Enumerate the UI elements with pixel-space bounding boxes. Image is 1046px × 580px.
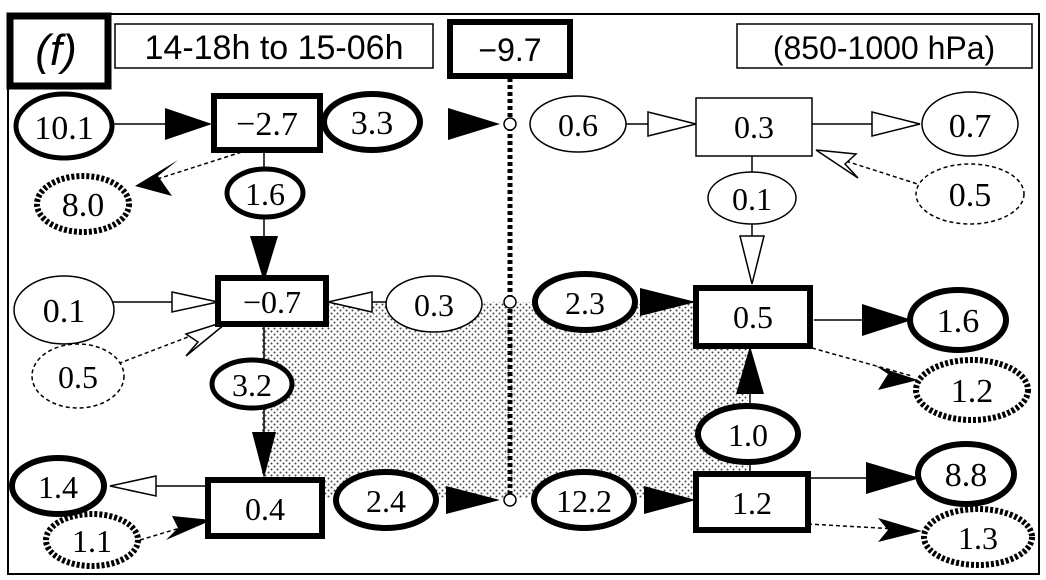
arrow-lower-right-out: [866, 462, 920, 494]
arrow-lower-left-dotted: [166, 516, 212, 540]
top-center-box: [447, 19, 573, 79]
arrow-middle-left-dotted: [184, 319, 231, 357]
node-upper-vertical-left: [224, 166, 306, 220]
top-center-value: −9.7: [478, 32, 541, 68]
node-middle-center-flux: [385, 275, 483, 333]
node-upper-right-out: [921, 91, 1019, 157]
node-lower-vertical-right: [695, 403, 801, 465]
time-range-label: 14-18h to 15-06h: [145, 29, 404, 67]
node-upper-left-in: [13, 91, 115, 161]
value-upper-vertical-left: 1.6: [245, 176, 285, 212]
value-upper-right-box: 0.3: [734, 109, 774, 145]
arrow-upper-mid: [448, 108, 500, 140]
arrow-lower-vertical-left: [252, 432, 276, 478]
arrow-lower-center-right: [644, 486, 696, 514]
box-upper-right: [695, 97, 813, 157]
node-lower-right-dotted: [921, 506, 1035, 568]
box-middle-right: [693, 285, 813, 349]
value-lower-center-right: 12.2: [556, 483, 612, 519]
arrow-upper-vertical-left: [250, 236, 278, 282]
box-lower-right: [693, 471, 811, 533]
junction-lower: [503, 493, 517, 507]
box-lower-left: [205, 477, 325, 539]
arrow-middle-left-in: [171, 291, 219, 313]
arrow-middle-center-in: [327, 291, 373, 313]
node-middle-right-dotted: [913, 357, 1031, 423]
arrow-upper-right-out: [871, 111, 921, 137]
box-middle-left: [215, 275, 329, 327]
value-lower-left-box: 0.4: [245, 491, 285, 527]
arrow-upper-vertical-right: [739, 235, 765, 285]
line-lower-right-dotted: [807, 523, 915, 531]
value-lower-vertical-left: 3.2: [232, 367, 272, 403]
outer-frame: [7, 13, 1040, 575]
arrow-lower-vertical-right: [736, 346, 764, 394]
value-upper-right-out: 0.7: [949, 108, 992, 145]
arrow-upper-left-dotted: [135, 160, 178, 196]
arrow-lower-left-out: [109, 475, 157, 497]
node-middle-left-in: [13, 275, 115, 345]
arrow-middle-right-dotted: [876, 366, 918, 390]
arrow-lower-center-left: [446, 486, 500, 514]
value-upper-left-box: −2.7: [236, 106, 298, 143]
value-middle-right-flux: 2.3: [565, 285, 605, 321]
time-range-box: [114, 23, 434, 69]
arrow-upper-right-dotted: [815, 149, 859, 179]
value-lower-vertical-right: 1.0: [728, 417, 768, 453]
arrow-middle-right-out: [862, 304, 912, 336]
arrow-middle-right-in: [640, 288, 696, 316]
junction-upper: [503, 117, 517, 131]
node-lower-center-left: [333, 469, 439, 531]
value-upper-right-dotted: 0.5: [949, 177, 992, 214]
value-middle-right-box: 0.5: [733, 299, 773, 335]
value-lower-left-out: 1.4: [38, 469, 78, 505]
value-lower-left-dotted: 1.1: [72, 523, 112, 559]
node-lower-right-out: [915, 441, 1017, 507]
node-upper-vertical-right: [707, 171, 797, 225]
value-lower-right-box: 1.2: [732, 485, 772, 521]
value-upper-mid-flux: 3.3: [351, 105, 394, 142]
value-lower-center-left: 2.4: [366, 483, 406, 519]
node-lower-left-out: [9, 455, 107, 517]
value-upper-vertical-right: 0.1: [732, 181, 772, 217]
arrow-upper-right-in: [647, 111, 697, 137]
node-lower-center-right: [531, 469, 637, 531]
shaded-region: [262, 302, 748, 498]
value-upper-left-dotted: 8.0: [62, 187, 105, 224]
line-upper-left-dotted: [147, 149, 249, 183]
value-upper-right-in: 0.6: [558, 107, 598, 143]
node-lower-vertical-left: [209, 357, 295, 411]
panel-label-box: [6, 12, 112, 90]
arrow-lower-right-dotted: [878, 518, 922, 542]
node-upper-left-dotted: [34, 173, 132, 235]
node-upper-mid-flux: [321, 91, 423, 153]
node-lower-left-dotted: [43, 511, 141, 569]
node-middle-left-dotted: [31, 343, 125, 409]
value-middle-left-dotted: 0.5: [58, 359, 98, 395]
arrow-upper-left-in: [165, 108, 212, 140]
pressure-layer-box: [736, 23, 1033, 69]
value-upper-left-in: 10.1: [34, 110, 94, 147]
panel-label: (f): [35, 26, 77, 75]
node-upper-right-dotted: [915, 163, 1025, 225]
pressure-layer-label: (850-1000 hPa): [773, 30, 995, 66]
value-middle-center-flux: 0.3: [414, 287, 454, 323]
line-middle-right-dotted: [811, 347, 913, 377]
value-lower-right-out: 8.8: [945, 457, 988, 494]
box-upper-left: [211, 93, 323, 153]
value-middle-left-box: −0.7: [243, 284, 301, 320]
value-middle-left-in: 0.1: [43, 293, 86, 330]
value-middle-right-dotted: 1.2: [951, 373, 994, 410]
value-middle-right-out: 1.6: [937, 303, 980, 340]
junction-middle: [503, 295, 517, 309]
value-lower-right-dotted: 1.3: [958, 520, 998, 556]
node-middle-right-out: [907, 287, 1009, 353]
node-upper-right-in: [529, 95, 627, 153]
node-middle-right-flux: [532, 271, 638, 333]
